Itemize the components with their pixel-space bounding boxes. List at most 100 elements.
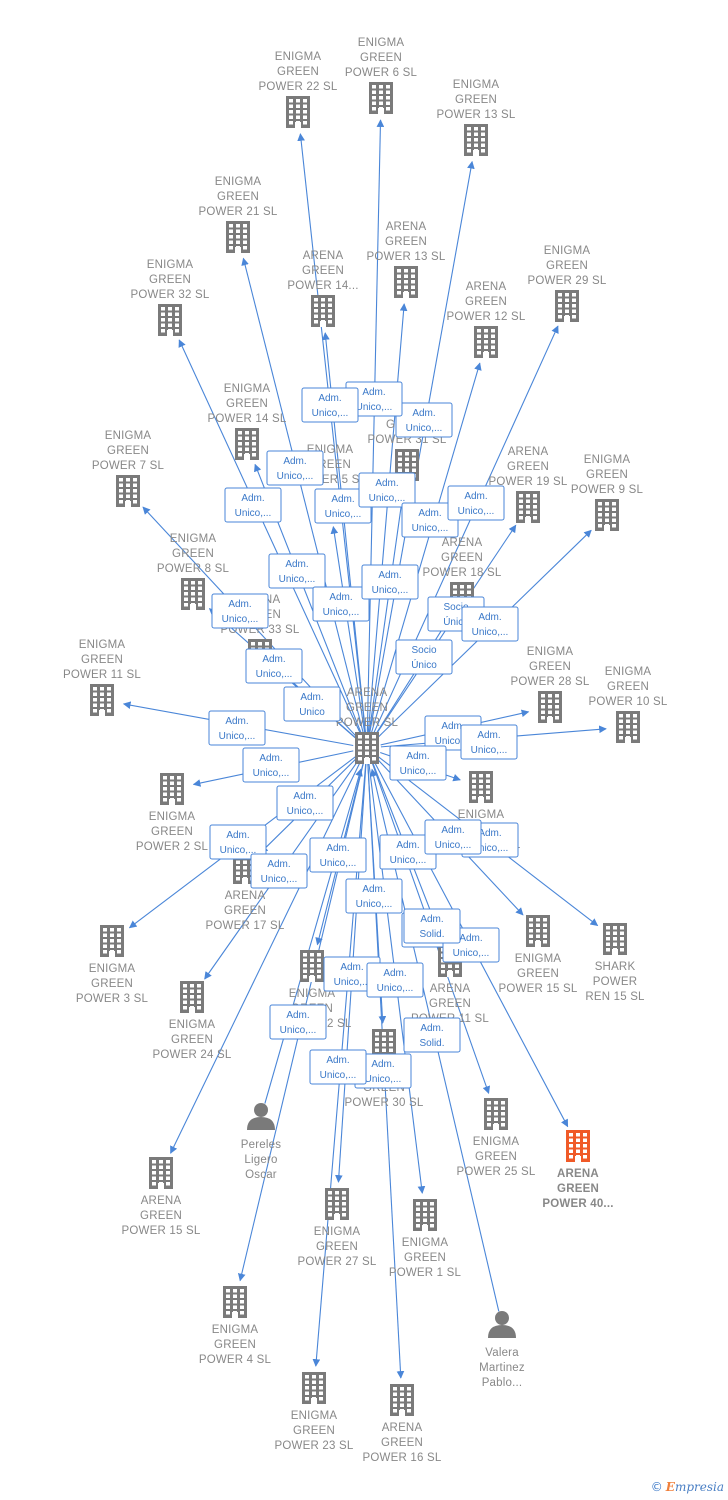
node-label-line: POWER 12 SL: [447, 311, 526, 323]
node-label-line: ARENA: [430, 983, 471, 995]
edge-label-box: [224, 487, 282, 523]
node-label-line: ENIGMA: [291, 1410, 338, 1422]
node-label-line: ARENA: [347, 687, 388, 699]
node-label-line: POWER 24 SL: [153, 1049, 232, 1061]
node-label-line: GREEN: [81, 654, 123, 666]
edge-label-text: Unico,...: [220, 845, 257, 856]
node-label-line: REN 15 SL: [585, 991, 645, 1003]
node-label-line: POWER 23 SL: [275, 1440, 354, 1452]
node-label-line: POWER: [593, 976, 637, 988]
edge-label-text: Adm.: [259, 753, 282, 764]
node-label-line: GREEN: [529, 661, 571, 673]
node-label-line: Martinez: [479, 1362, 525, 1374]
edge-center-n2: [366, 119, 385, 735]
node-label-line: GREEN: [316, 1241, 358, 1253]
building-icon: [355, 732, 379, 764]
node-label-line: GREEN: [302, 265, 344, 277]
node-label-line: GREEN: [546, 260, 588, 272]
node-label-line: POWER 9 SL: [571, 484, 644, 496]
building-icon: [390, 1384, 414, 1416]
edge-label-box: [389, 745, 447, 781]
edge-label: Adm.Unico,...: [461, 606, 519, 642]
node-label-line: Pablo...: [482, 1377, 523, 1389]
node-label-line: POWER SL: [336, 717, 399, 729]
node-label-line: ENIGMA: [105, 430, 152, 442]
building-icon: [469, 771, 493, 803]
edge-label: Adm.Unico: [283, 686, 341, 722]
node-label-line: ENIGMA: [149, 811, 196, 823]
node-label-line: POWER 2 SL: [136, 841, 209, 853]
person-icon: [488, 1311, 516, 1338]
edge-label-box: [211, 593, 269, 629]
edge-label-text: Unico,...: [334, 977, 371, 988]
edge-label: Adm.Unico,...: [366, 962, 424, 998]
building-icon: [369, 82, 393, 114]
node-label-line: POWER 14 SL: [208, 413, 287, 425]
edge-label-text: Unico,...: [222, 614, 259, 625]
edge-label-box: [301, 387, 359, 423]
edge-label-text: Unico,...: [356, 899, 393, 910]
edge-label: Adm.Unico,...: [276, 785, 334, 821]
edge-center-n13: [368, 486, 407, 735]
edge-label-text: Unico,...: [320, 858, 357, 869]
node-n39[interactable]: ValeraMartinezPablo...: [479, 1311, 525, 1389]
node-n40[interactable]: ENIGMA GREEN POWER 23 SL: [275, 1372, 354, 1452]
node-label-line: ENIGMA: [473, 1136, 520, 1148]
edge-label-box: [266, 450, 324, 486]
node-label-line: ENIGMA: [527, 646, 574, 658]
edge-label: Adm.Unico,...: [345, 381, 403, 417]
edge-label-box: [309, 837, 367, 873]
edge-label-text: Unico,...: [325, 509, 362, 520]
edge-label-text: Unico,...: [320, 1070, 357, 1081]
edge-center-n35: [170, 760, 362, 1154]
building-icon: [484, 1098, 508, 1130]
empresia-brand[interactable]: ©Empresia: [651, 1480, 724, 1494]
edge-label-text: Unico,...: [369, 493, 406, 504]
edge-label-text: Unico,...: [472, 843, 509, 854]
node-label-line: GREEN: [557, 1183, 599, 1195]
node-label-line: GREEN: [293, 1425, 335, 1437]
edge-label-text: Adm.: [283, 456, 306, 467]
node-label-line: GREEN: [607, 681, 649, 693]
node-label-line: POWER 17 SL: [206, 920, 285, 932]
node-label-line: GREEN: [140, 1210, 182, 1222]
edge-label-text: Adm.: [318, 393, 341, 404]
edge-label-text: Adm.: [300, 692, 323, 703]
building-icon: [302, 1372, 326, 1404]
node-label-line: Pereles: [241, 1139, 281, 1151]
edge-label-text: Unico,...: [279, 574, 316, 585]
building-icon: [149, 1157, 173, 1189]
edge-label-box: [309, 1049, 367, 1085]
